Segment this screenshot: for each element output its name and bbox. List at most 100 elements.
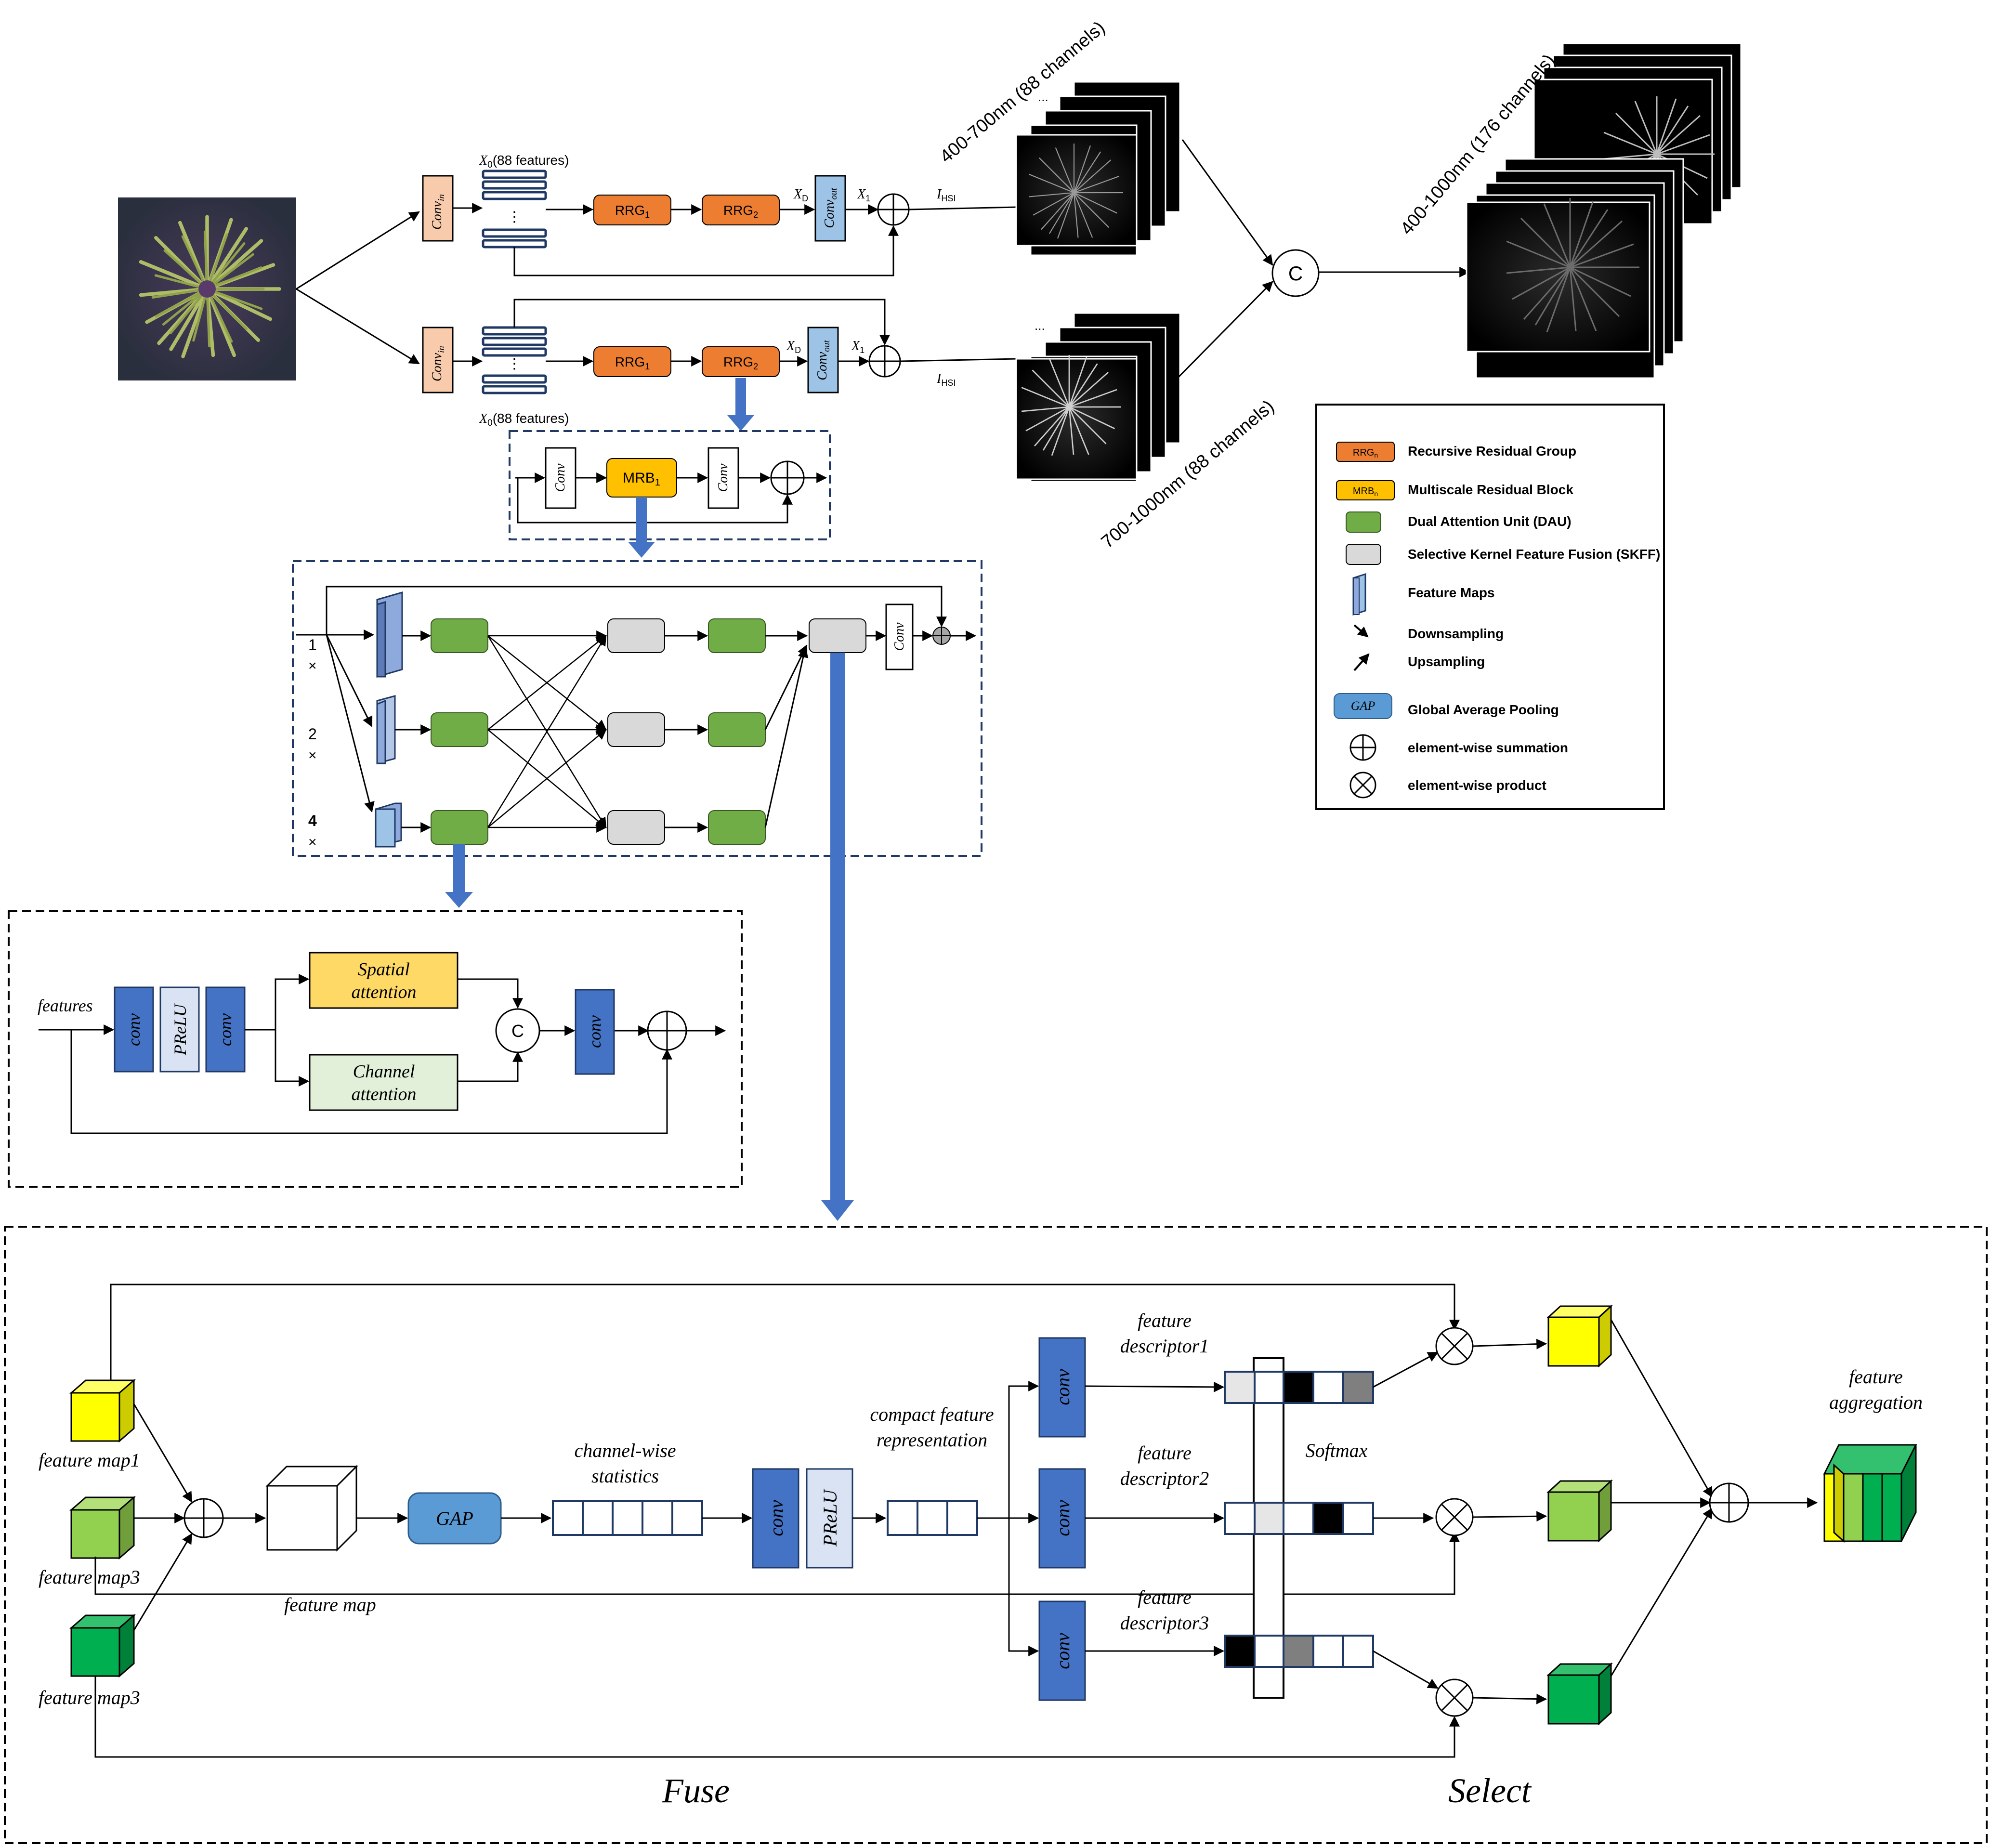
svg-text:conv: conv [1052, 1369, 1074, 1405]
svg-text:...: ... [1035, 318, 1045, 333]
dau-conv2 [205, 986, 246, 1073]
svg-text:feature map3: feature map3 [39, 1566, 140, 1588]
skff-detail-panel: feature map1 feature map3 feature map3 f… [4, 1226, 1988, 1844]
svg-text:MRB1: MRB1 [623, 470, 660, 488]
svg-text:GAP: GAP [1351, 699, 1375, 713]
svg-text:representation: representation [877, 1429, 987, 1451]
sum-icon-rrg [770, 460, 805, 495]
svg-text:attention: attention [351, 982, 416, 1002]
svg-text:aggregation: aggregation [1829, 1391, 1923, 1413]
svg-text:RRG1: RRG1 [615, 354, 650, 371]
selected-map1-cube [1546, 1304, 1613, 1368]
legend-gap: GAP Global Average Pooling [1334, 693, 1559, 719]
svg-text:×: × [308, 658, 317, 674]
svg-text:Conv: Conv [553, 463, 568, 492]
svg-text:conv: conv [1052, 1633, 1074, 1669]
descriptor1-vector [1224, 1371, 1374, 1404]
svg-text:feature: feature [1138, 1586, 1192, 1608]
channel-wise-statistics-vector [552, 1500, 703, 1536]
svg-text:4: 4 [308, 812, 317, 829]
expand-arrow-dau [445, 844, 473, 908]
svg-text:Feature Maps: Feature Maps [1408, 585, 1495, 600]
svg-text:Convout: Convout [815, 340, 832, 380]
svg-text:conv: conv [765, 1500, 787, 1536]
svg-text:2: 2 [308, 725, 317, 743]
svg-text:conv: conv [124, 1013, 144, 1046]
concat-lines [1177, 139, 1470, 379]
svg-text:Softmax: Softmax [1306, 1440, 1368, 1461]
expand-arrow-skff [821, 653, 854, 1221]
svg-text:attention: attention [351, 1084, 416, 1104]
svg-text:Conv: Conv [892, 622, 907, 651]
svg-text:conv: conv [585, 1015, 604, 1048]
legend-product-icon: element-wise product [1349, 772, 1546, 799]
dau-2-2 [708, 712, 766, 747]
aggregated-feature-block [1823, 1444, 1917, 1543]
svg-text:Dual Attention Unit (DAU): Dual Attention Unit (DAU) [1408, 514, 1572, 529]
svg-text:Convout: Convout [822, 188, 839, 228]
mrb-conv [885, 603, 914, 670]
feature-map1-cube [69, 1378, 136, 1443]
feature-slices-bottom [482, 326, 547, 394]
input-rgb-image [118, 197, 296, 380]
svg-text:×: × [308, 834, 317, 850]
feature-slices-top [482, 170, 547, 249]
sum-icon-aggregate [1709, 1482, 1749, 1523]
expand-arrow-mrb [628, 497, 655, 558]
legend-mrb: MRBn Multiscale Residual Block [1336, 480, 1573, 500]
svg-text:IHSI: IHSI [936, 187, 956, 203]
dau-1-1 [431, 618, 488, 653]
descriptor-conv1 [1038, 1337, 1086, 1438]
svg-text:Recursive Residual Group: Recursive Residual Group [1408, 444, 1576, 459]
compact-feature-vector [887, 1500, 978, 1536]
sum-icon-top [877, 193, 910, 226]
descriptor2-vector [1224, 1502, 1374, 1535]
legend-rrg: RRGn Recursive Residual Group [1336, 442, 1576, 462]
svg-text:descriptor1: descriptor1 [1120, 1335, 1209, 1357]
svg-text:statistics: statistics [591, 1465, 659, 1487]
svg-text:MRBn: MRBn [1353, 486, 1378, 498]
svg-text:⋮: ⋮ [507, 356, 522, 372]
dau-detail-panel: features conv PReLU conv Spatial attenti… [8, 910, 743, 1188]
svg-text:feature map: feature map [284, 1594, 376, 1615]
svg-text:feature map3: feature map3 [39, 1687, 140, 1708]
svg-text:×: × [308, 747, 317, 763]
product-icon-3 [1435, 1678, 1474, 1717]
skff-1 [607, 618, 665, 653]
x0-bottom-label: X0(88 features) [479, 411, 569, 428]
svg-text:C: C [1288, 262, 1303, 285]
svg-text:Global Average Pooling: Global Average Pooling [1408, 702, 1559, 717]
svg-text:features: features [38, 996, 93, 1015]
dau-conv3 [575, 989, 615, 1075]
svg-text:descriptor3: descriptor3 [1120, 1612, 1209, 1634]
svg-text:element-wise summation: element-wise summation [1408, 740, 1568, 755]
skff-conv [752, 1468, 799, 1569]
legend-sum-icon: element-wise summation [1349, 734, 1568, 761]
svg-text:Convin: Convin [430, 194, 446, 230]
feature-map2-cube [69, 1495, 136, 1560]
svg-text:element-wise product: element-wise product [1408, 778, 1546, 793]
svg-text:RRG2: RRG2 [723, 203, 758, 220]
conv-out-block-bottom [807, 327, 839, 393]
skff-3 [607, 810, 665, 845]
svg-text:IHSI: IHSI [936, 371, 956, 388]
legend-feature-maps: Feature Maps [1352, 573, 1495, 616]
svg-text:X1: X1 [851, 339, 865, 355]
svg-text:...: ... [1038, 90, 1048, 104]
svg-text:XD: XD [793, 187, 808, 203]
svg-text:....: .... [1534, 132, 1555, 154]
svg-text:Spatial: Spatial [358, 959, 410, 980]
svg-text:PReLU: PReLU [819, 1488, 841, 1547]
svg-text:channel-wise: channel-wise [574, 1440, 676, 1461]
svg-text:feature: feature [1138, 1310, 1192, 1331]
conv-in-block-bottom [422, 327, 454, 393]
feature-map-cube [265, 1465, 358, 1552]
sum-icon-bottom [868, 345, 901, 378]
concat-icon: C [1271, 249, 1320, 297]
mrb-detail-panel: 1 × 2 × 4 × [292, 560, 982, 857]
dau-1-2 [431, 712, 488, 747]
descriptor-conv2 [1038, 1468, 1086, 1569]
svg-text:C: C [511, 1021, 524, 1041]
svg-text:RRGn: RRGn [1353, 447, 1378, 459]
